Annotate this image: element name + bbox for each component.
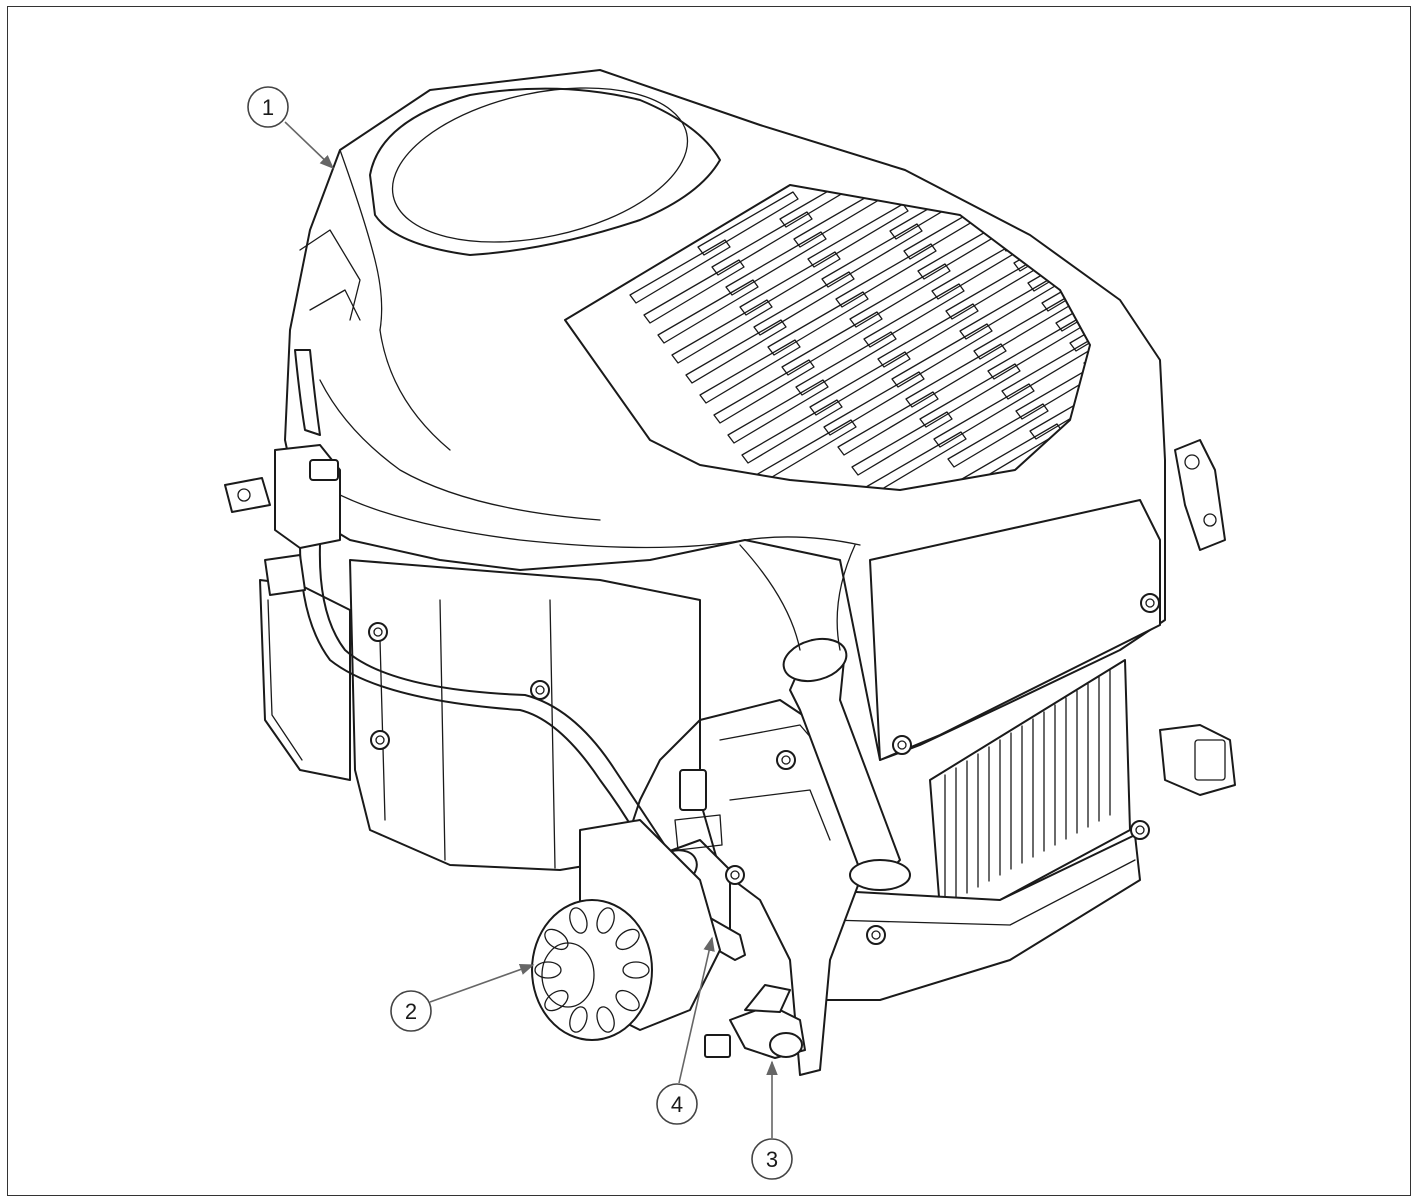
fuel-line [299, 544, 651, 861]
side-tank [259, 579, 351, 781]
callout-3: 3 [751, 1060, 793, 1180]
cooling-fins [929, 659, 1131, 911]
engine-illustration [224, 69, 1236, 1076]
callout-2: 2 [390, 963, 535, 1032]
oil-filter-cap [531, 899, 653, 1041]
wire-connector [1159, 724, 1236, 796]
mount-bracket [1174, 439, 1226, 551]
callout-label-2: 2 [405, 999, 417, 1024]
engine-block [349, 559, 701, 871]
side-panel [869, 499, 1161, 761]
callout-4: 4 [656, 936, 715, 1125]
oil-pan [819, 834, 1141, 1001]
diagram-frame [7, 6, 1411, 1196]
top-cover [369, 87, 721, 256]
callout-label-3: 3 [766, 1147, 778, 1172]
callout-1: 1 [247, 86, 335, 169]
callout-label-4: 4 [671, 1092, 683, 1117]
grille-frame [564, 184, 1091, 491]
callout-label-1: 1 [262, 95, 274, 120]
